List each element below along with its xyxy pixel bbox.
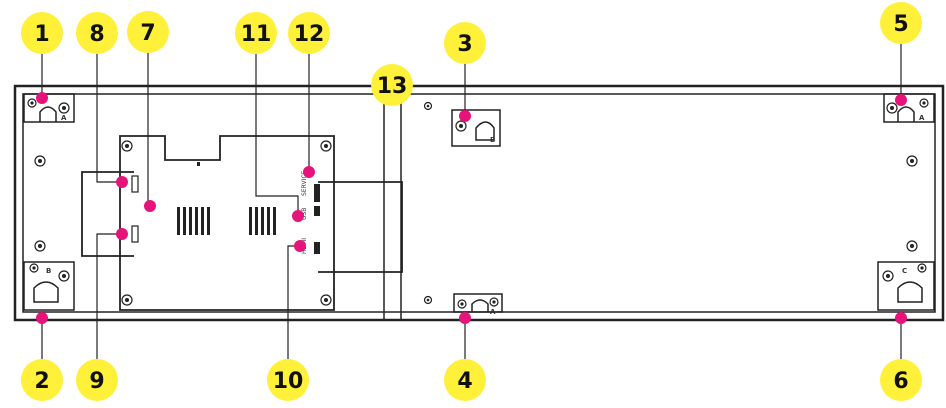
svg-text:2: 2 (34, 369, 49, 394)
housing-screw (34, 155, 46, 167)
svg-text:12: 12 (294, 22, 325, 47)
svg-text:6: 6 (893, 369, 908, 394)
mount-letter: B (490, 136, 495, 144)
panel-screw (320, 140, 332, 152)
svg-text:3: 3 (457, 32, 472, 57)
vent-right (249, 207, 276, 235)
svg-text:5: 5 (893, 12, 908, 37)
mount-top-center: B (451, 109, 501, 147)
callout-2: 2 (21, 359, 63, 401)
housing-outer (13, 84, 945, 322)
svg-text:13: 13 (377, 74, 408, 99)
callout-6: 6 (880, 359, 922, 401)
callout-5: 5 (880, 2, 922, 44)
connector-panel: SERVICE USB HDMI (81, 135, 403, 311)
marker-6 (895, 312, 907, 324)
usb-port (314, 206, 320, 216)
service-port-label: SERVICE (301, 170, 308, 196)
mount-top-right: A (883, 93, 935, 123)
callout-1: 1 (21, 12, 63, 54)
service-port (314, 184, 320, 202)
svg-text:11: 11 (241, 22, 272, 47)
callout-12: 12 (288, 12, 330, 54)
marker-8 (116, 176, 128, 188)
panel-screw (121, 294, 133, 306)
callout-3: 3 (444, 22, 486, 64)
svg-text:4: 4 (457, 369, 472, 394)
callout-4: 4 (444, 359, 486, 401)
marker-3 (459, 110, 471, 122)
right-port-housing (318, 181, 403, 273)
callout-10: 10 (267, 359, 309, 401)
panel-screw (121, 140, 133, 152)
svg-text:7: 7 (140, 21, 155, 46)
marker-4 (459, 312, 471, 324)
mount-top-left: A (23, 93, 75, 123)
svg-text:1: 1 (34, 22, 49, 47)
mount-letter: C (902, 267, 907, 275)
vent-left (177, 207, 210, 235)
mount-letter: A (61, 114, 67, 122)
callout-13: 13 (371, 64, 413, 106)
power-port (131, 225, 139, 243)
housing-screw (423, 101, 433, 111)
housing-screws (34, 101, 918, 305)
marker-12 (303, 166, 315, 178)
housing-inner (22, 93, 936, 313)
svg-text:8: 8 (89, 22, 104, 47)
mount-bottom-left: B (23, 261, 75, 311)
housing-screw (906, 155, 918, 167)
panel-screw (320, 294, 332, 306)
hdmi-port (314, 242, 320, 254)
panel-notch (197, 162, 200, 166)
marker-7 (144, 200, 156, 212)
usb-port-label: USB (301, 208, 308, 220)
housing-screw (423, 295, 433, 305)
marker-1 (36, 92, 48, 104)
mount-letter: A (490, 308, 496, 316)
callout-9: 9 (76, 359, 118, 401)
callout-11: 11 (235, 12, 277, 54)
connector-panel-outline (119, 135, 335, 311)
marker-11 (292, 210, 304, 222)
optical-port (131, 175, 139, 193)
mount-letter: B (46, 267, 51, 275)
callout-7: 7 (127, 11, 169, 53)
left-port-housing (81, 171, 134, 257)
mount-bottom-right: C (877, 261, 935, 311)
callout-8: 8 (76, 12, 118, 54)
marker-2 (36, 312, 48, 324)
mount-bottom-center: A (453, 293, 503, 316)
svg-text:9: 9 (89, 369, 104, 394)
marker-9 (116, 228, 128, 240)
mount-letter: A (919, 114, 925, 122)
housing-screw (906, 240, 918, 252)
marker-5 (895, 94, 907, 106)
marker-10 (294, 240, 306, 252)
leader-lines (41, 42, 902, 362)
svg-text:10: 10 (273, 369, 304, 394)
housing-screw (34, 240, 46, 252)
markers (36, 92, 907, 324)
